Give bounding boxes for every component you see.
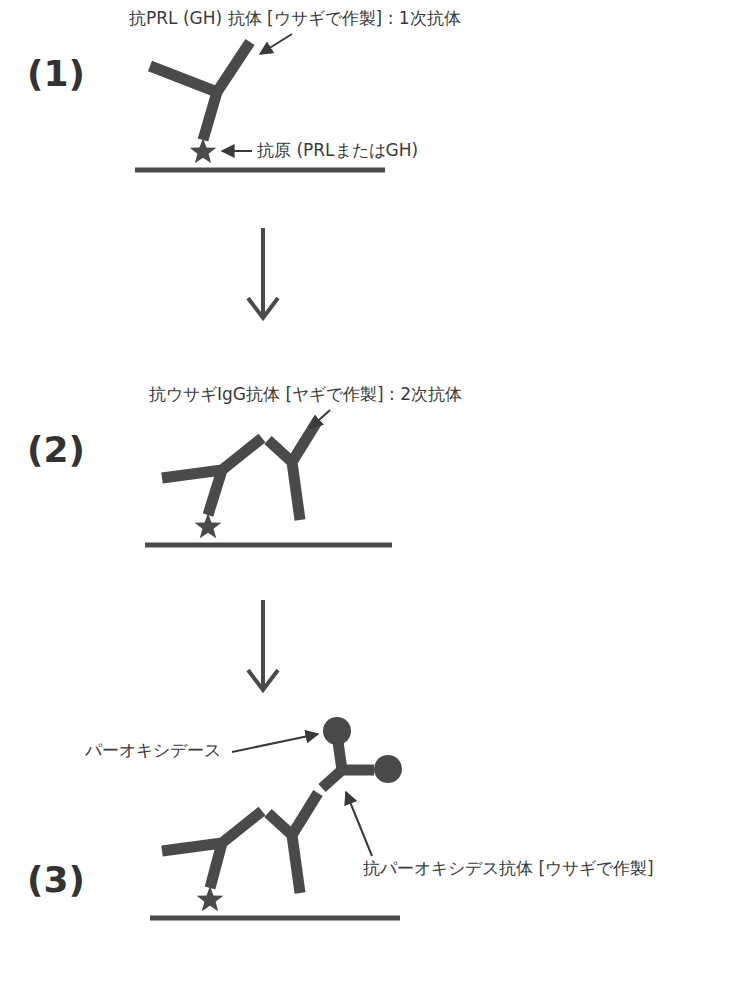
step-number: (3) [26, 858, 86, 901]
leader-arrow [310, 410, 330, 428]
leader-arrow [232, 734, 318, 752]
enzyme-label: パーオキシデース [84, 740, 222, 760]
step-arrow [261, 600, 265, 688]
secondary-antibody [268, 420, 318, 520]
anti-peroxidase-antibody [322, 742, 374, 788]
leader-arrow [346, 792, 372, 856]
primary-antibody [162, 811, 262, 888]
step-number: (2) [26, 428, 86, 471]
primary-antibody [150, 42, 250, 140]
antibody-label: 抗パーオキシデス抗体 [ウサギで作製] [362, 858, 655, 878]
membrane-line [135, 168, 385, 173]
peroxidase-circle [323, 717, 351, 745]
primary-antibody [162, 438, 262, 515]
leader-arrow [260, 34, 292, 54]
membrane-line [150, 916, 400, 921]
step-arrowhead [248, 670, 278, 690]
antibody-label: 抗PRL (GH) 抗体 [ウサギで作製] : 1次抗体 [128, 8, 462, 28]
step-number: (1) [26, 52, 86, 95]
leader-arrow [222, 150, 252, 152]
antigen-label: 抗原 (PRLまたはGH) [256, 140, 419, 160]
membrane-line [145, 543, 392, 548]
step-arrow [261, 228, 265, 316]
secondary-antibody [268, 793, 318, 893]
step-arrowhead [248, 298, 278, 318]
antigen-star [190, 138, 224, 911]
antibody-label: 抗ウサギIgG抗体 [ヤギで作製] : 2次抗体 [148, 384, 463, 404]
peroxidase-circle [374, 755, 402, 783]
